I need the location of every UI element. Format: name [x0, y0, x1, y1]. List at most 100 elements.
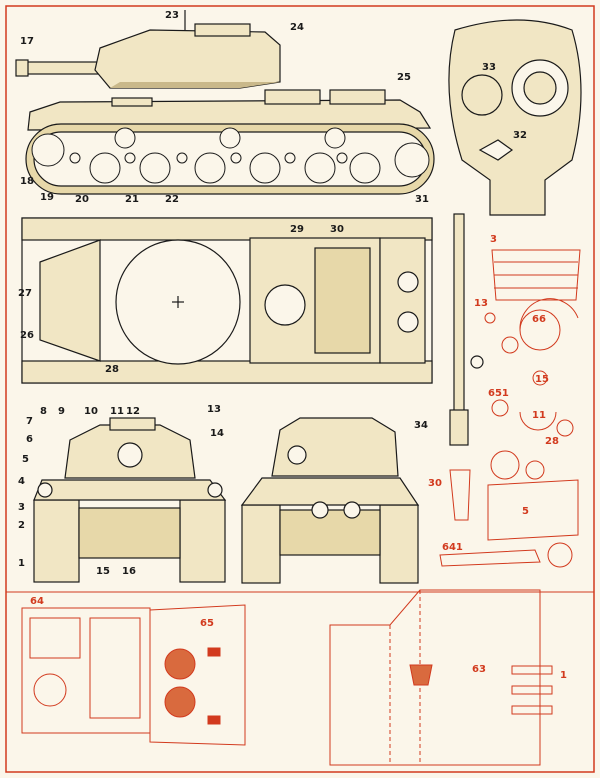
- road-wheel: [89, 152, 121, 184]
- suspension-arm: [124, 152, 136, 164]
- front-cupola: [109, 417, 156, 431]
- suspension-arm: [176, 152, 188, 164]
- muzzle-brake: [15, 59, 29, 77]
- rear-lower-plate: [279, 509, 381, 556]
- part-1-links: [511, 665, 553, 675]
- part-63-cutout: [409, 664, 433, 686]
- part-64-grille: [89, 617, 141, 719]
- label-10: 10: [84, 406, 98, 417]
- label-33: 33: [482, 62, 496, 73]
- label-16: 16: [122, 566, 136, 577]
- turret-top-outline: [448, 19, 582, 216]
- drive-sprocket: [394, 142, 430, 178]
- part-disc: [547, 542, 573, 568]
- part-label-641: 641: [442, 542, 463, 553]
- part-64-deck-sheet: [21, 607, 151, 734]
- front-left-track: [33, 499, 80, 583]
- rear-hull: [240, 477, 420, 506]
- road-wheel: [349, 152, 381, 184]
- road-wheel: [249, 152, 281, 184]
- rear-hatch: [287, 445, 307, 465]
- part-1-links: [511, 685, 553, 695]
- exhaust-right: [343, 501, 361, 519]
- part-13-ring: [484, 312, 496, 324]
- idler-wheel: [31, 133, 65, 167]
- part-label-28: 28: [545, 436, 559, 447]
- side-hull: [27, 99, 432, 131]
- part-66-arc: [519, 298, 579, 331]
- rear-view: [240, 417, 420, 584]
- part-label-15: 15: [535, 374, 549, 385]
- label-32: 32: [513, 130, 527, 141]
- barrel-mantlet: [449, 409, 469, 446]
- part-30-bracket: [449, 469, 471, 521]
- engine-grille: [314, 247, 371, 354]
- part-label-11: 11: [532, 410, 546, 421]
- part-5-panel: [487, 479, 579, 541]
- part-label-65: 65: [200, 618, 214, 629]
- part-label-63: 63: [472, 664, 486, 675]
- front-lower-plate: [78, 507, 181, 559]
- part-label-651: 651: [488, 388, 509, 399]
- part-big-disc: [556, 419, 574, 437]
- right-track-top: [21, 360, 433, 384]
- cupola: [194, 23, 251, 37]
- gun-mantlet-front: [117, 442, 143, 468]
- label-6: 6: [26, 434, 33, 445]
- part-disc: [501, 336, 519, 354]
- label-7: 7: [26, 416, 33, 427]
- rear-plate: [379, 237, 426, 364]
- red-parts: [21, 249, 581, 766]
- part-numbers: 3 13 66 651 15 11 28 30 5 641 64 65 63 1: [30, 234, 567, 681]
- part-3-track-strip: [491, 249, 581, 301]
- return-roller: [324, 127, 346, 149]
- label-30: 30: [330, 224, 344, 235]
- part-big-disc: [525, 460, 545, 480]
- headlight-right: [207, 482, 223, 498]
- suspension-arm: [284, 152, 296, 164]
- label-17: 17: [20, 36, 34, 47]
- label-4: 4: [18, 476, 25, 487]
- rear-turret: [271, 417, 399, 477]
- exhaust-left: [311, 501, 329, 519]
- label-5: 5: [22, 454, 29, 465]
- left-track-top: [21, 217, 433, 241]
- return-roller: [219, 127, 241, 149]
- label-22: 22: [165, 194, 179, 205]
- callout-labels: 17 23 24 25 18 19 20 21 22 31 33 32 29 3…: [18, 10, 527, 577]
- part-63-front-plate: [329, 589, 541, 766]
- fender-box-1: [264, 89, 321, 105]
- part-11-wheel: [519, 411, 557, 431]
- turret-shadow: [110, 82, 280, 88]
- part-label-64: 64: [30, 596, 44, 607]
- part-label-5: 5: [522, 506, 529, 517]
- gun-barrel-detail: [449, 213, 484, 446]
- label-27: 27: [18, 288, 32, 299]
- vent-cover: [478, 139, 514, 161]
- label-15: 15: [96, 566, 110, 577]
- label-21: 21: [125, 194, 139, 205]
- headlight-left: [37, 482, 53, 498]
- label-31: 31: [415, 194, 429, 205]
- loader-hatch: [461, 74, 503, 116]
- label-1: 1: [18, 558, 25, 569]
- part-big-disc: [490, 450, 520, 480]
- commander-hatch-inner: [523, 71, 557, 105]
- turret-top-view: [448, 19, 582, 216]
- suspension-arm: [69, 152, 81, 164]
- part-64-hatch: [33, 673, 67, 707]
- return-roller: [114, 127, 136, 149]
- label-13: 13: [207, 404, 221, 415]
- fuel-tank: [397, 311, 419, 333]
- side-turret: [94, 29, 281, 89]
- engine-hatch: [264, 284, 306, 326]
- part-65-flap: [149, 604, 246, 746]
- label-18: 18: [20, 176, 34, 187]
- fender-box-2: [329, 89, 386, 105]
- part-1-links: [511, 705, 553, 715]
- label-29: 29: [290, 224, 304, 235]
- label-19: 19: [40, 192, 54, 203]
- hull-top-view: [21, 217, 433, 384]
- label-24: 24: [290, 22, 304, 33]
